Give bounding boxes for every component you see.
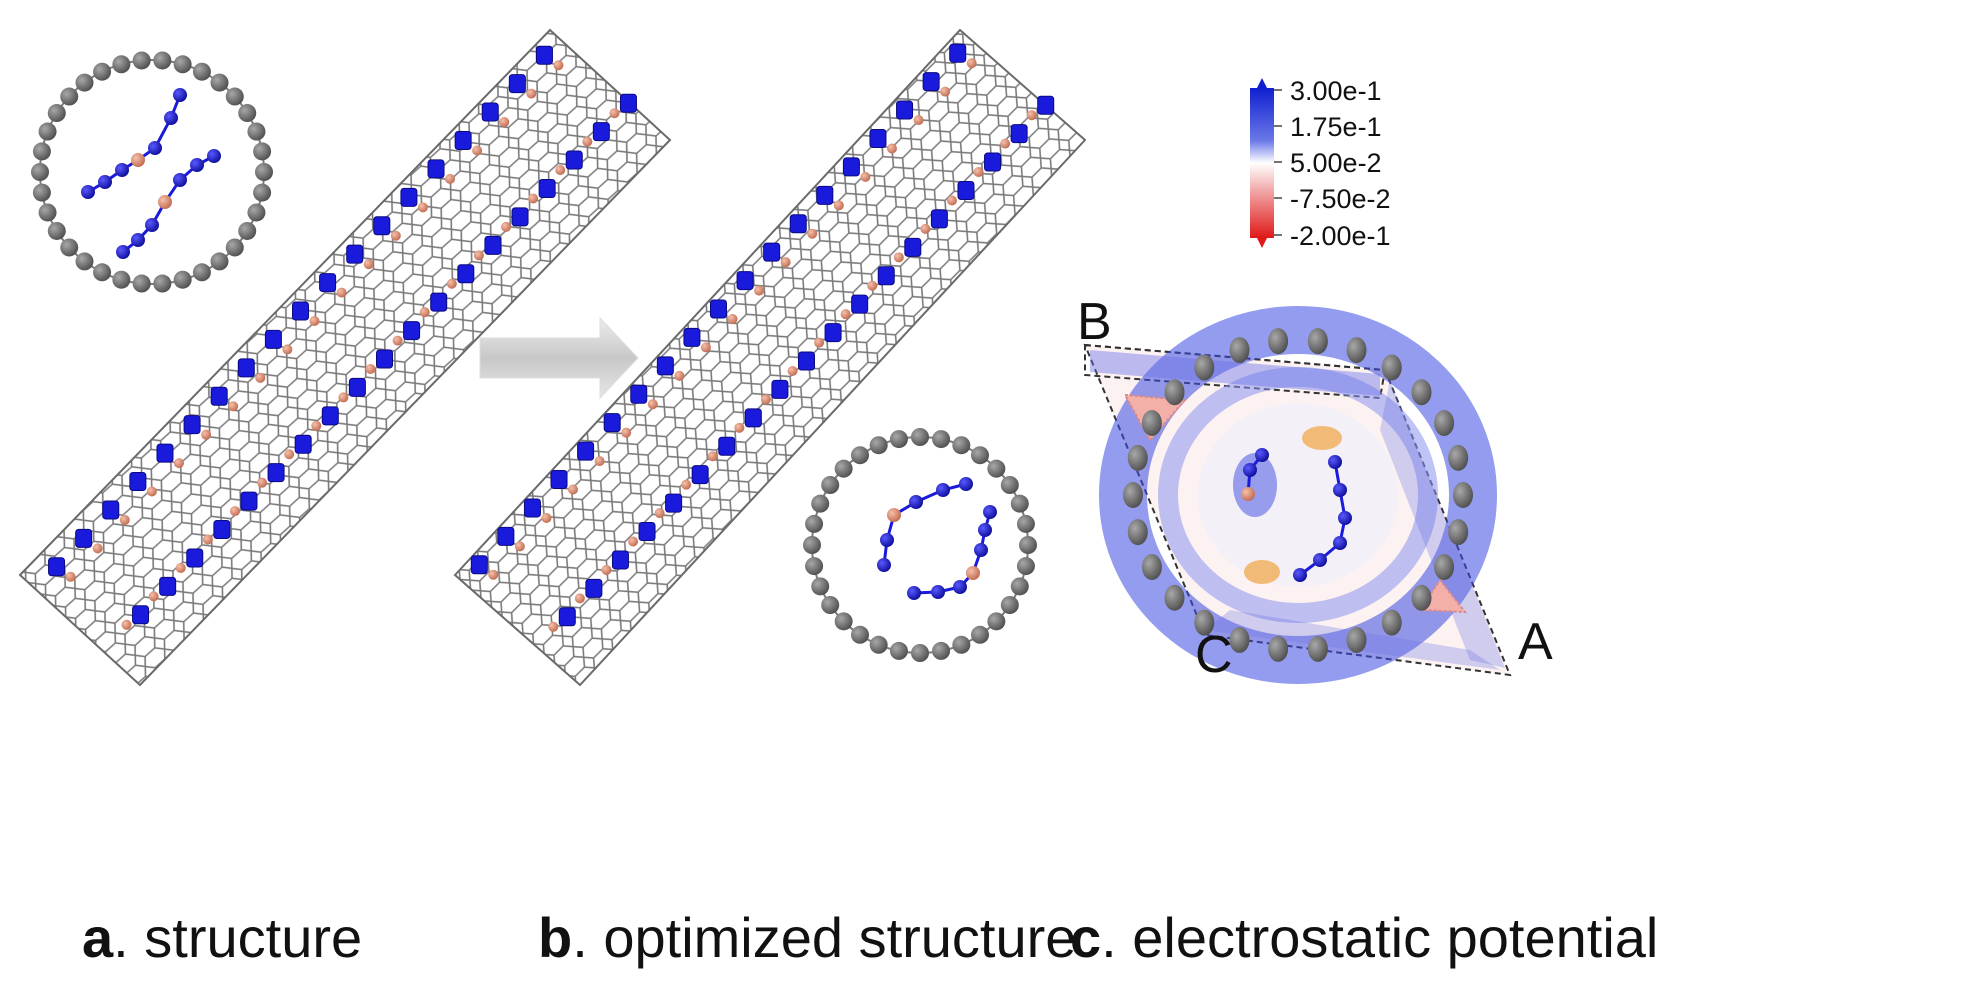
caption-b-title: optimized structure [603,906,1077,969]
caption-a: a. structure [82,906,363,969]
caption-c-letter: c [1070,906,1102,969]
caption-b-letter: b [538,906,573,969]
nanotube-b [453,28,1087,687]
transition-arrow [479,316,639,400]
caption-a-letter: a [82,906,114,969]
molecular-chains-b [470,43,1055,632]
potential-map [1083,306,1512,684]
nanotube-a [18,28,672,687]
molecular-chains-a [48,45,637,630]
colorbar-label-max: 3.00e-1 [1290,76,1382,106]
caption-a-title: structure [144,906,363,969]
colorbar-label-2: 1.75e-1 [1290,112,1382,142]
colorbar [1250,78,1282,248]
corner-label-a: A [1518,613,1553,671]
cross-section-a [31,51,273,293]
corner-label-c: C [1195,626,1233,684]
cross-section-b [803,428,1037,662]
caption-c-title: electrostatic potential [1132,906,1659,969]
colorbar-label-min: -2.00e-1 [1290,221,1391,251]
colorbar-label-4: -7.50e-2 [1290,184,1391,214]
corner-label-b: B [1077,293,1112,351]
caption-c: c. electrostatic potential [1070,906,1659,969]
colorbar-label-mid: 5.00e-2 [1290,148,1382,178]
caption-b: b. optimized structure [538,906,1077,969]
